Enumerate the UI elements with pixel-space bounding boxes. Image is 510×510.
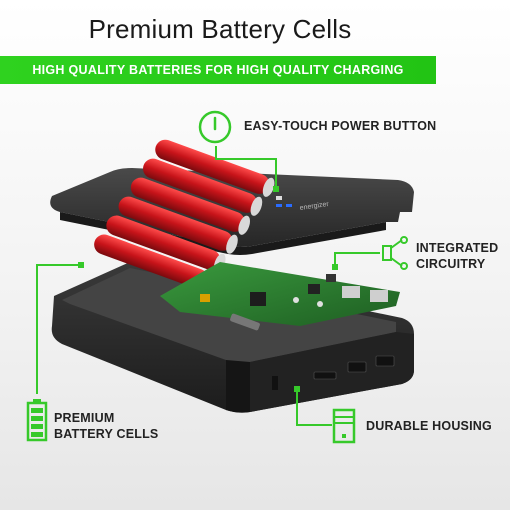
usb-port-1 <box>347 361 367 373</box>
leader-line-power <box>215 146 217 160</box>
battery-cells <box>94 139 275 292</box>
usb-port-2 <box>375 355 395 367</box>
callout-circuitry-line2: CIRCUITRY <box>416 257 486 271</box>
circuit-board <box>160 262 400 331</box>
callout-cells-line1: PREMIUM <box>54 411 115 425</box>
callout-power-button: EASY-TOUCH POWER BUTTON <box>244 119 437 133</box>
housing-icon <box>332 408 356 444</box>
circuit-icon <box>382 236 408 270</box>
power-button <box>276 196 282 200</box>
tagline-banner: HIGH QUALITY BATTERIES FOR HIGH QUALITY … <box>0 56 436 84</box>
callout-integrated-circuitry: INTEGRATED CIRCUITRY <box>416 240 498 272</box>
brand-logo: energizer <box>299 201 330 212</box>
leader-line-circuitry <box>334 252 380 254</box>
leader-line-cells <box>36 264 82 266</box>
battery-icon <box>26 399 48 442</box>
power-icon <box>198 110 232 144</box>
page-title: Premium Battery Cells <box>88 14 352 44</box>
callout-circuitry-line1: INTEGRATED <box>416 241 499 255</box>
leader-line-housing <box>296 388 298 426</box>
callout-premium-battery-cells: PREMIUM BATTERY CELLS <box>54 410 158 442</box>
callout-durable-housing: DURABLE HOUSING <box>366 419 492 433</box>
callout-cells-line2: BATTERY CELLS <box>54 427 159 441</box>
micro-usb-port <box>313 371 337 380</box>
power-led <box>276 204 282 207</box>
